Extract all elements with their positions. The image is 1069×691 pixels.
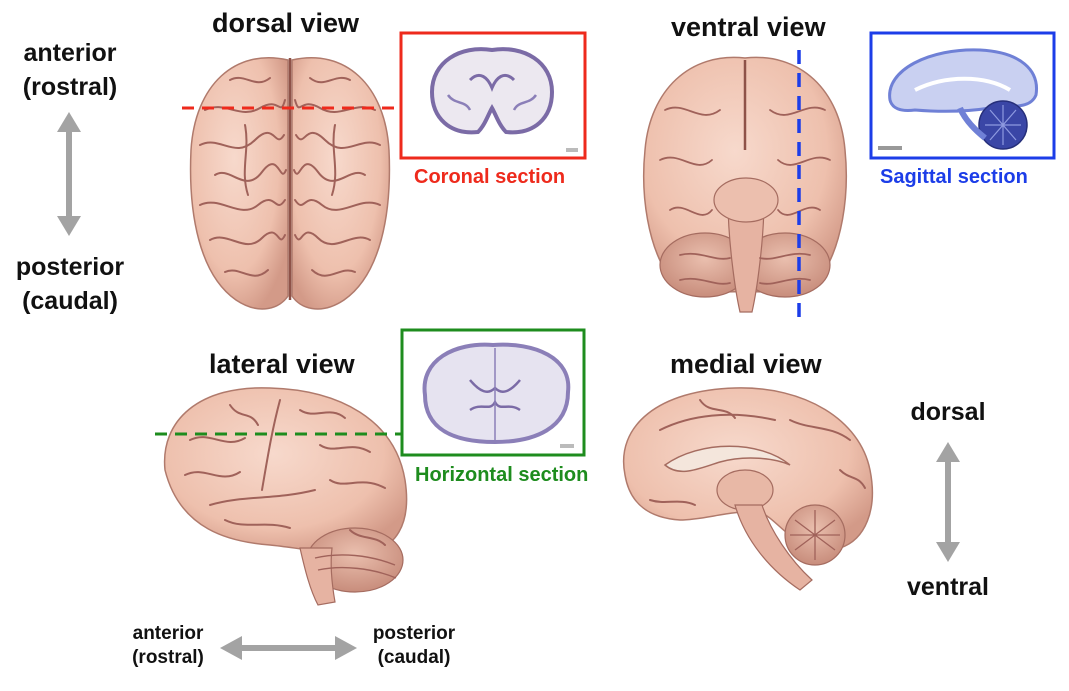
coronal-section-label: Coronal section — [414, 166, 566, 188]
dorsal-view-brain — [189, 57, 391, 310]
left-rostral-text: (rostral) — [22, 73, 118, 101]
left-caudal-text: (caudal) — [22, 287, 118, 315]
anterior-posterior-horizontal-arrow — [220, 636, 357, 660]
left-anterior-label: anterior (rostral) — [10, 36, 130, 104]
right-ventral-label: ventral — [907, 573, 989, 601]
dorsal-view-title: dorsal view — [212, 8, 360, 38]
left-posterior-text: posterior — [15, 253, 125, 281]
sagittal-section-box — [869, 31, 1056, 160]
coronal-section-box — [399, 31, 587, 160]
bottom-rostral-text: (rostral) — [132, 647, 204, 668]
left-anterior-text: anterior — [23, 39, 117, 67]
right-dorsal-label: dorsal — [910, 398, 986, 426]
lateral-view-title: lateral view — [209, 349, 355, 379]
bottom-posterior-label: posterior (caudal) — [359, 622, 469, 670]
bottom-posterior-text: posterior — [372, 623, 456, 644]
ventral-view-brain — [642, 56, 848, 313]
ventral-view-title: ventral view — [671, 12, 826, 42]
sagittal-section-label: Sagittal section — [880, 166, 1028, 188]
left-posterior-label: posterior (caudal) — [4, 250, 136, 318]
dorsal-ventral-arrow — [936, 442, 960, 562]
bottom-anterior-text: anterior — [132, 623, 204, 644]
anterior-posterior-vertical-arrow — [57, 112, 81, 236]
lateral-view-brain — [163, 387, 408, 606]
medial-view-brain — [622, 387, 874, 591]
horizontal-section-label: Horizontal section — [415, 464, 589, 486]
medial-view-title: medial view — [670, 349, 822, 379]
horizontal-section-box — [400, 328, 586, 457]
bottom-anterior-label: anterior (rostral) — [118, 622, 218, 670]
bottom-caudal-text: (caudal) — [377, 647, 451, 668]
